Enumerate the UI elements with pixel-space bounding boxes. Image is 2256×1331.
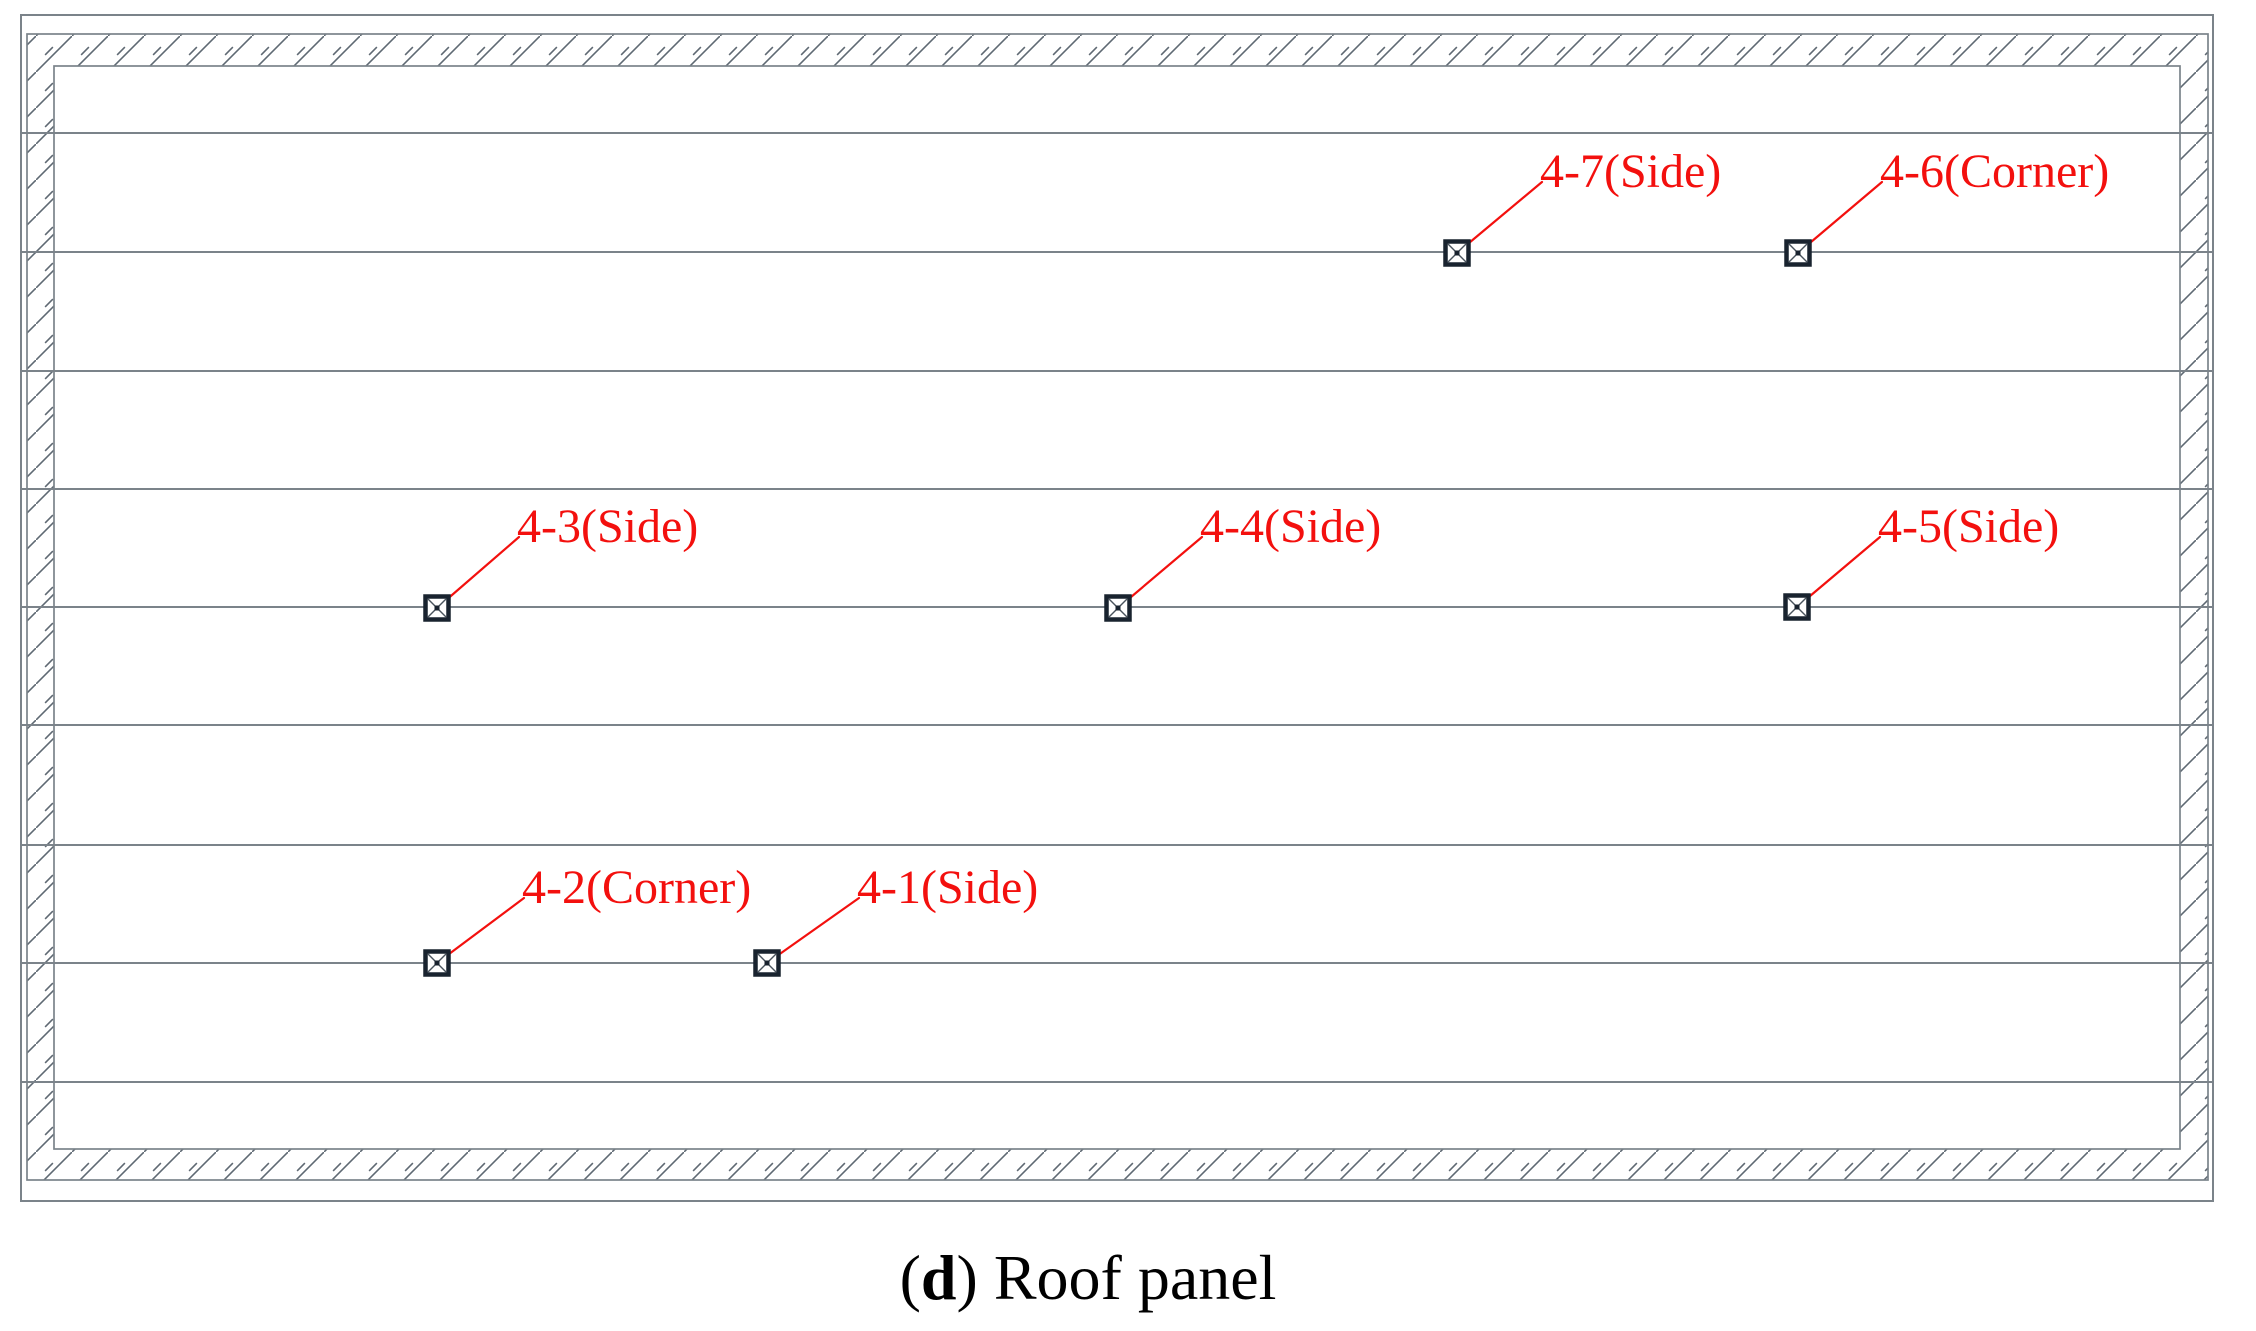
point-label-4-5: 4-5(Side) xyxy=(1878,500,2060,553)
marker-4-4 xyxy=(1104,594,1132,622)
point-label-4-1: 4-1(Side) xyxy=(857,861,1039,914)
figure-caption: (d) Roof panel xyxy=(0,1244,2176,1311)
leader-line-4-7 xyxy=(1455,180,1544,255)
marker-4-5 xyxy=(1783,593,1811,621)
leader-lines xyxy=(435,180,1884,965)
measurement-markers xyxy=(423,239,1812,977)
marker-dot-4-3 xyxy=(434,605,440,611)
caption-paren-open: ( xyxy=(899,1242,921,1313)
marker-dot-4-5 xyxy=(1794,604,1800,610)
marker-dot-4-4 xyxy=(1115,605,1121,611)
caption-text: ) Roof panel xyxy=(956,1242,1277,1313)
leader-line-4-1 xyxy=(765,896,861,965)
caption-letter: d xyxy=(920,1242,957,1313)
marker-4-2 xyxy=(423,949,451,977)
point-label-4-6: 4-6(Corner) xyxy=(1880,145,2110,198)
marker-dot-4-6 xyxy=(1795,250,1801,256)
marker-dot-4-2 xyxy=(434,960,440,966)
marker-4-1 xyxy=(753,949,781,977)
point-label-4-3: 4-3(Side) xyxy=(517,500,699,553)
leader-line-4-6 xyxy=(1796,180,1884,255)
leader-line-4-4 xyxy=(1116,535,1204,610)
marker-4-7 xyxy=(1443,239,1471,267)
marker-dot-4-7 xyxy=(1454,250,1460,256)
marker-dot-4-1 xyxy=(764,960,770,966)
marker-4-3 xyxy=(423,594,451,622)
point-label-4-7: 4-7(Side) xyxy=(1540,145,1722,198)
point-label-4-2: 4-2(Corner) xyxy=(522,861,752,914)
point-label-4-4: 4-4(Side) xyxy=(1200,500,1382,553)
leader-line-4-5 xyxy=(1795,535,1882,609)
leader-line-4-2 xyxy=(435,896,526,965)
marker-4-6 xyxy=(1784,239,1812,267)
